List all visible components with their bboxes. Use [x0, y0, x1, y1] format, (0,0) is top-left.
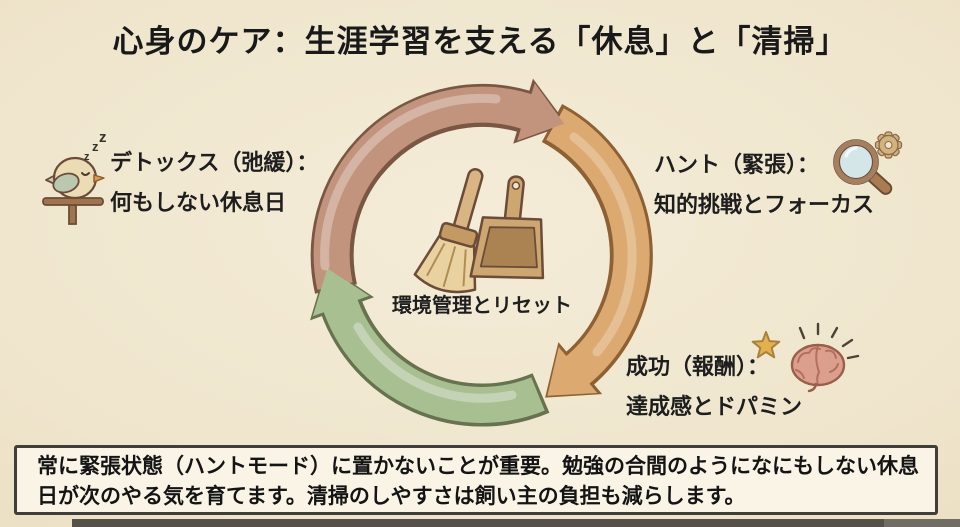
- perch-post: [68, 204, 77, 225]
- node-hunt-line2: 知的挑戦とフォーカス: [654, 192, 875, 217]
- footer-note-text: 常に緊張状態（ハントモード）に置かないことが重要。勉強の合間のようになにもしない…: [37, 455, 919, 508]
- sleeping-bird-icon: z z z: [42, 129, 107, 225]
- star-icon: [751, 331, 781, 359]
- sleep-z-3: z: [99, 129, 107, 146]
- dustpan-icon: [469, 175, 545, 280]
- node-success-line2: 達成感とドパミン: [626, 394, 803, 419]
- page-title: 心身のケア：生涯学習を支える「休息」と「清掃」: [112, 24, 848, 59]
- bird-beak: [93, 174, 105, 183]
- node-success-line1: 成功（報酬）：: [626, 354, 770, 379]
- brain-icon: [790, 343, 846, 393]
- arrow-hunt: [545, 108, 650, 388]
- arrowhead-success: [312, 268, 370, 317]
- arrow-success-highlight: [353, 322, 517, 403]
- video-seekbar-strip: [72, 519, 960, 527]
- perch-bar: [42, 197, 104, 206]
- node-detox-line1: デトックス（弛緩）：: [110, 150, 319, 175]
- star-brain-icon: [751, 322, 860, 393]
- arrow-detox-highlight: [320, 93, 501, 271]
- node-hunt: ハント（緊張）： 知的挑戦とフォーカス: [654, 145, 874, 225]
- node-hunt-line1: ハント（緊張）：: [654, 152, 820, 177]
- arrow-hunt-highlight: [569, 132, 637, 357]
- cycle-diagram: [310, 78, 653, 427]
- node-detox-line2: 何もしない休息日: [110, 190, 287, 215]
- arrowhead-hunt: [547, 347, 598, 396]
- sleep-z-2: z: [92, 139, 99, 154]
- gear-icon: [874, 131, 903, 159]
- node-success: 成功（報酬）： 達成感とドパミン: [626, 347, 802, 427]
- arrow-success: [321, 295, 545, 423]
- bird-eye: [81, 172, 90, 176]
- arrowhead-detox: [517, 83, 565, 141]
- node-detox: デトックス（弛緩）： 何もしない休息日: [110, 143, 318, 223]
- magnifier-gear-icon: [833, 131, 903, 195]
- footer-note-box: 常に緊張状態（ハントモード）に置かないことが重要。勉強の合間のようになにもしない…: [14, 445, 938, 515]
- arrow-detox: [313, 86, 537, 290]
- sparkle-rays: [798, 322, 860, 360]
- bird-wing: [52, 172, 80, 194]
- center-label: 環境管理とリセット: [392, 295, 572, 317]
- sleep-z-1: z: [84, 151, 90, 163]
- video-watermark-strip: [884, 519, 960, 527]
- cleaning-tools-icon: [413, 168, 545, 294]
- magnifier-icon: [833, 139, 893, 195]
- brush-icon: [413, 168, 484, 294]
